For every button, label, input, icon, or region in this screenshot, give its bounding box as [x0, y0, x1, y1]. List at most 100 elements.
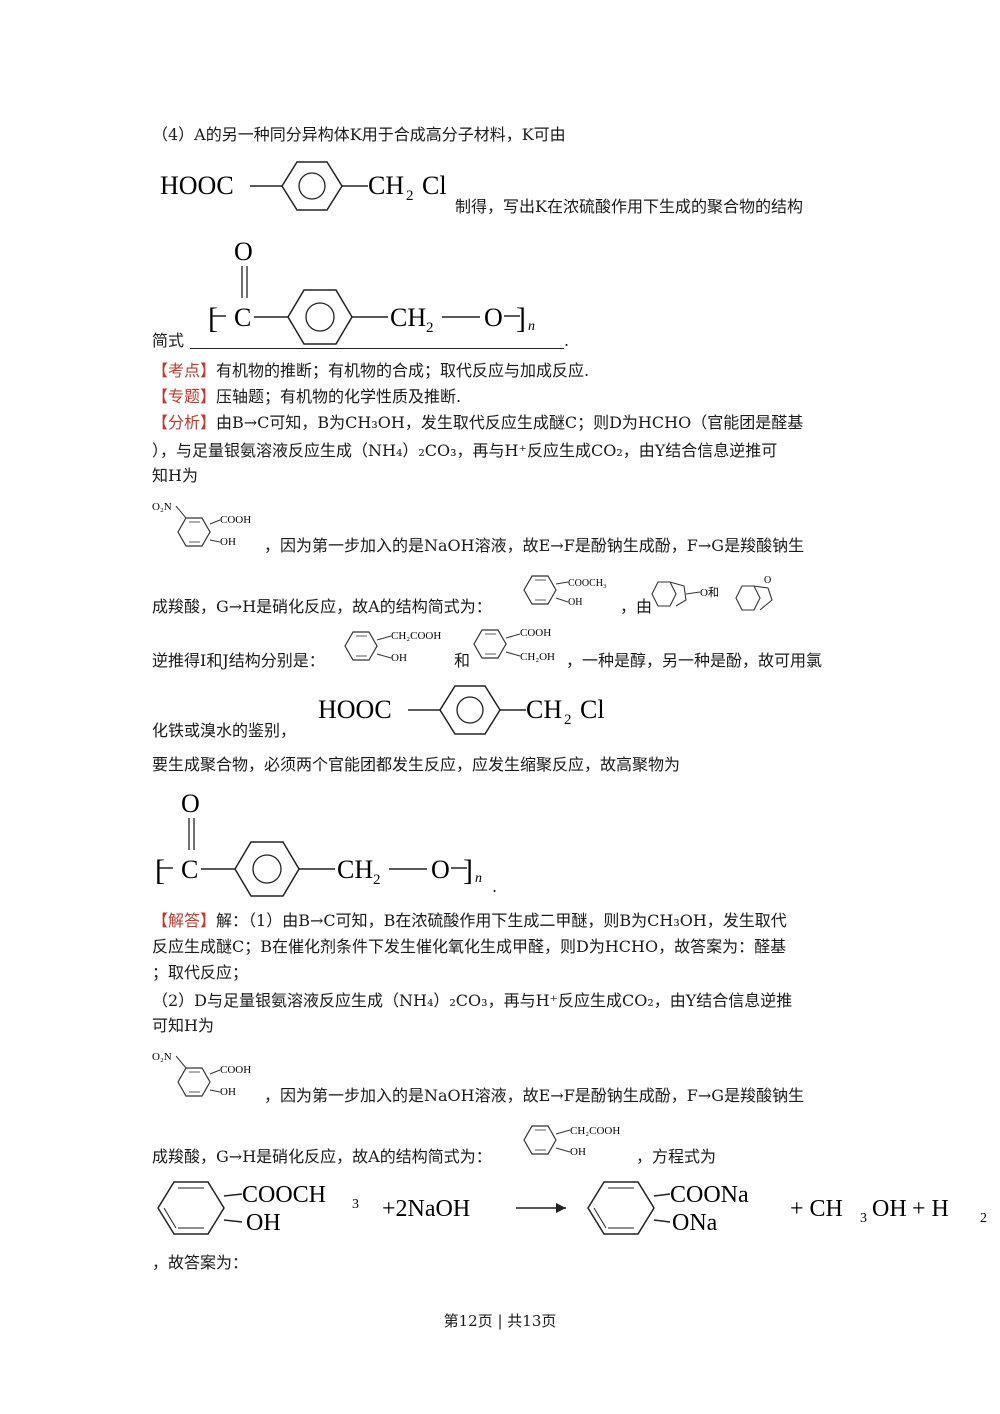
structure-i-ch2cooh: CH₂COOH OH — [344, 630, 441, 664]
fenxi-line-5a: 成羧酸，G→H是硝化反应，故A的结构简式为： — [152, 597, 492, 616]
ch2-label-2: CH — [526, 695, 562, 724]
fenxi-line-6c: ，一种是醇，另一种是酚，故可用氯 — [566, 651, 823, 670]
bracket-left-2: [ — [155, 854, 165, 887]
carbonyl-o-2: O — [181, 789, 200, 818]
fenxi-line-8: 要生成聚合物，必须两个官能团都发生反应，应发生缩聚反应，故高聚物为 — [152, 755, 681, 774]
q4-simple: 简式 — [152, 331, 185, 350]
jieda-line-1: 【解答】解：（1）由B→C可知，B在浓硫酸作用下生成二甲醚，则B为CH₃OH，发… — [152, 910, 787, 932]
polymer-structure-2: O [ C CH 2 O ] n — [155, 789, 482, 897]
eq-cooch3: COOCH — [242, 1182, 326, 1208]
ch2-label: CH — [368, 171, 404, 200]
subscript-n-2: n — [475, 871, 482, 886]
structure-a-ch2cooh: CH₂COOH OH — [523, 1125, 620, 1158]
oh-label: OH — [220, 536, 236, 548]
eq-h2-sub: 2 — [980, 1211, 987, 1226]
fenxi-line-5b: ，由 — [620, 597, 653, 616]
ch2-poly: CH — [390, 303, 426, 332]
ch2cooh-label-a: CH₂COOH — [570, 1125, 620, 1137]
sub-2: 2 — [406, 188, 414, 204]
structure-hooc-benzyl-chloride-2: HOOC CH 2 Cl — [318, 685, 605, 735]
zhuanti-tag: 【专题】 — [152, 387, 217, 406]
structure-h-nitro-salicylic-2: O₂N COOH OH — [152, 1051, 251, 1098]
kaodian-text: 有机物的推断；有机物的合成；取代反应与加成反应. — [216, 361, 590, 380]
fenxi-text-1: 由B→C可知，B为CH₃OH，发生取代反应生成醚C；则D为HCHO（官能团是醛基 — [216, 413, 804, 432]
reaction-equation: COOCH 3 OH +2NaOH COONa ONa + CH 3 OH + … — [157, 1181, 987, 1236]
structure-hooc-benzyl-chloride: HOOC CH 2 Cl — [160, 161, 447, 211]
q4-made: 制得，写出K在浓硫酸作用下生成的聚合物的结构 — [455, 197, 803, 216]
cooh-label-j: COOH — [520, 627, 551, 639]
fenxi-line-7: 化铁或溴水的鉴别， — [152, 721, 297, 740]
jieda-line-5: 可知H为 — [152, 1016, 214, 1035]
jieda-line-3: ；取代反应； — [152, 963, 249, 982]
ch2-poly-2: CH — [337, 855, 373, 884]
ch2oh-label: CH₂OH — [520, 651, 555, 663]
fenxi-line-6a: 逆推得I和J结构分别是： — [152, 651, 325, 670]
eq-ch3-sub: 3 — [860, 1211, 867, 1226]
fenxi-line-6b: 和 — [454, 651, 471, 670]
q4-intro: （4）A的另一种同分异构体K用于合成高分子材料，K可由 — [152, 125, 566, 144]
sub-2-b: 2 — [564, 712, 572, 728]
answer-underline — [190, 348, 564, 349]
structure-h-nitro-salicylic: O₂N COOH OH — [152, 501, 251, 548]
structure-a-methyl-salicylate: COOCH₃ OH — [523, 575, 607, 608]
o2n-label: O₂N — [152, 501, 172, 513]
hooc-label: HOOC — [160, 171, 234, 200]
zhuanti-line: 【专题】压轴题；有机物的化学性质及推断. — [152, 386, 461, 408]
carbonyl-o: O — [234, 237, 253, 266]
jieda-line-2: 反应生成醚C；B在催化剂条件下发生催化氧化生成甲醛，则D为HCHO，故答案为：醛… — [152, 937, 787, 956]
fenxi-line-1: 【分析】由B→C可知，B为CH₃OH，发生取代反应生成醚C；则D为HCHO（官能… — [152, 412, 803, 434]
q4-period: . — [564, 331, 570, 350]
carbon-c: C — [234, 303, 251, 332]
fenxi-line-2: ），与足量银氨溶液反应生成（NH₄）₂CO₃，再与H⁺反应生成CO₂，由Y结合信… — [152, 441, 778, 460]
eq-naoh: +2NaOH — [382, 1196, 470, 1222]
jieda-line-8: ，故答案为： — [152, 1253, 249, 1272]
structure-j-ch2oh: COOH CH₂OH — [473, 627, 555, 663]
oh-label-a2: OH — [570, 1146, 586, 1158]
jieda-tag: 【解答】 — [152, 911, 217, 930]
subscript-n: n — [528, 319, 535, 334]
cl-label: Cl — [422, 171, 447, 200]
bracket-right: ] — [516, 302, 526, 335]
jieda-text-1: 解：（1）由B→C可知，B在浓硫酸作用下生成二甲醚，则B为CH₃OH，发生取代 — [216, 911, 787, 930]
eq-ch3: + CH — [790, 1196, 843, 1222]
cl-label-2: Cl — [580, 695, 605, 724]
hooc-label-2: HOOC — [318, 695, 392, 724]
eq-oh: OH — [246, 1210, 281, 1236]
ether-o: O — [484, 303, 503, 332]
ch2-poly-sub-2: 2 — [373, 872, 381, 888]
eq-sub-3: 3 — [352, 1197, 359, 1212]
fenxi-line-3: 知H为 — [152, 466, 198, 485]
carbon-c-2: C — [181, 855, 198, 884]
cooh-label: COOH — [220, 514, 251, 526]
jieda-line-6: ，因为第一步加入的是NaOH溶液，故E→F是酚钠生成酚，F→G是羧酸钠生 — [264, 1086, 805, 1105]
ch2-poly-sub: 2 — [426, 320, 434, 336]
oh-label-2: OH — [220, 1086, 236, 1098]
kaodian-line: 【考点】有机物的推断；有机物的合成；取代反应与加成反应. — [152, 360, 589, 382]
bracket-left: [ — [208, 302, 218, 335]
page-footer: 第12页 | 共13页 — [443, 1312, 557, 1330]
bracket-right-2: ] — [463, 854, 473, 887]
eq-ch3oh-rest: OH — [872, 1196, 907, 1222]
o2n-label-2: O₂N — [152, 1051, 172, 1063]
structure-cyclic-ether-lactone: O和 O — [651, 575, 773, 611]
polymer-structure-answer: O [ C CH 2 O ] n — [208, 237, 535, 345]
jieda-line-7b: ，方程式为 — [636, 1147, 717, 1166]
jieda-line-4: （2）D与足量银氨溶液反应生成（NH₄）₂CO₃，再与H⁺反应生成CO₂，由Y结… — [152, 991, 793, 1010]
o-and-label: O和 — [700, 586, 719, 599]
eq-coona: COONa — [670, 1182, 749, 1208]
fenxi-line-4: ，因为第一步加入的是NaOH溶液，故E→F是酚钠生成酚，F→G是羧酸钠生 — [264, 536, 805, 555]
lactone-o: O — [764, 575, 771, 586]
eq-ona: ONa — [672, 1210, 718, 1236]
cooh-label-2: COOH — [220, 1064, 251, 1076]
fenxi-tag: 【分析】 — [152, 413, 217, 432]
zhuanti-text: 压轴题；有机物的化学性质及推断. — [216, 387, 462, 406]
ch2cooh-label: CH₂COOH — [391, 630, 441, 642]
ether-o-2: O — [431, 855, 450, 884]
oh-label-a: OH — [568, 597, 582, 608]
oh-label-i: OH — [391, 652, 407, 664]
eq-plus-h: + H — [912, 1196, 949, 1222]
jieda-line-7a: 成羧酸，G→H是硝化反应，故A的结构简式为： — [152, 1147, 492, 1166]
fenxi-period: . — [492, 877, 498, 896]
kaodian-tag: 【考点】 — [152, 361, 217, 380]
cooch3-label: COOCH₃ — [568, 578, 607, 589]
